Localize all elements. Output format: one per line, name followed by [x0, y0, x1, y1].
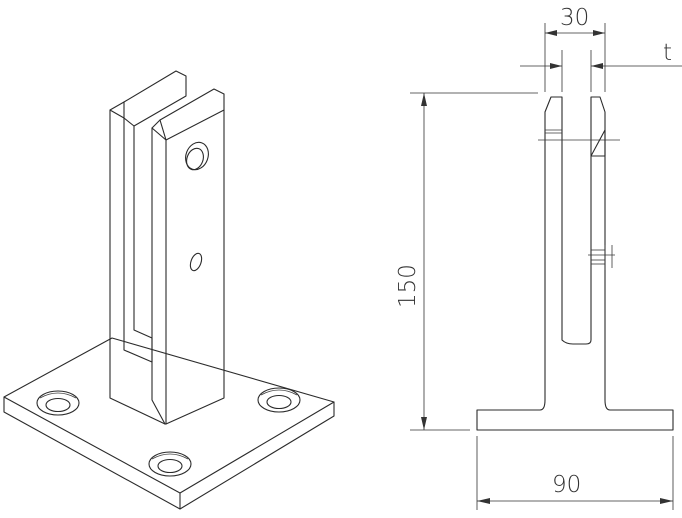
side-base [476, 359, 674, 431]
dim-30-label: 30 [560, 5, 589, 31]
dimension-90: 90 [476, 436, 674, 510]
dimension-150: 150 [395, 92, 538, 431]
dim-90-label: 90 [552, 472, 581, 498]
isometric-view [3, 70, 335, 510]
mounting-hole-right [257, 387, 301, 413]
dim-150-label: 150 [395, 264, 421, 308]
dim-t-label: t [663, 40, 672, 66]
dimension-t: t [520, 40, 682, 92]
side-view [476, 96, 674, 431]
mounting-hole-left [36, 390, 80, 416]
side-profile [544, 96, 606, 361]
dimension-30: 30 [544, 5, 606, 92]
post [109, 70, 225, 425]
mounting-hole-front [148, 451, 192, 477]
base-plate [3, 337, 335, 510]
